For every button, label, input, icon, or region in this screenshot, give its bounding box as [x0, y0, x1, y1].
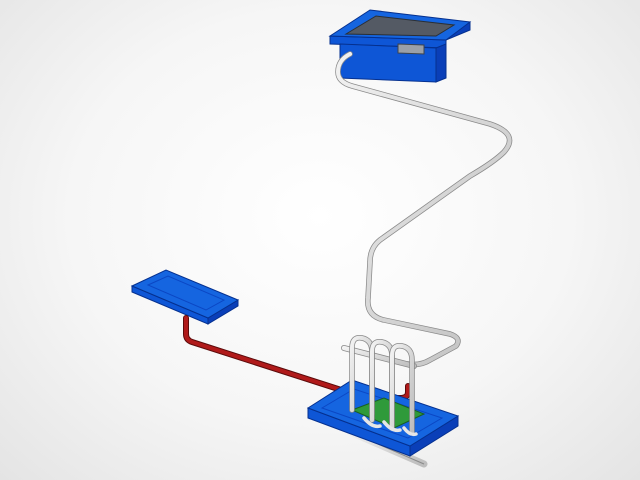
coil-loop-3	[389, 342, 415, 435]
coil-loops[interactable]	[341, 334, 418, 437]
coil-manifold-body	[341, 345, 417, 369]
upper-tray[interactable]	[328, 9, 472, 83]
upper-tray-well	[344, 15, 456, 37]
left-tray[interactable]	[130, 269, 240, 325]
upper-tray-block-side	[435, 43, 447, 83]
silver-pipe-body	[336, 52, 512, 367]
coil-hooks	[362, 416, 418, 437]
silver-pipe[interactable]	[335, 51, 513, 368]
left-tray-well	[146, 275, 226, 311]
upper-tray-display	[397, 43, 425, 55]
